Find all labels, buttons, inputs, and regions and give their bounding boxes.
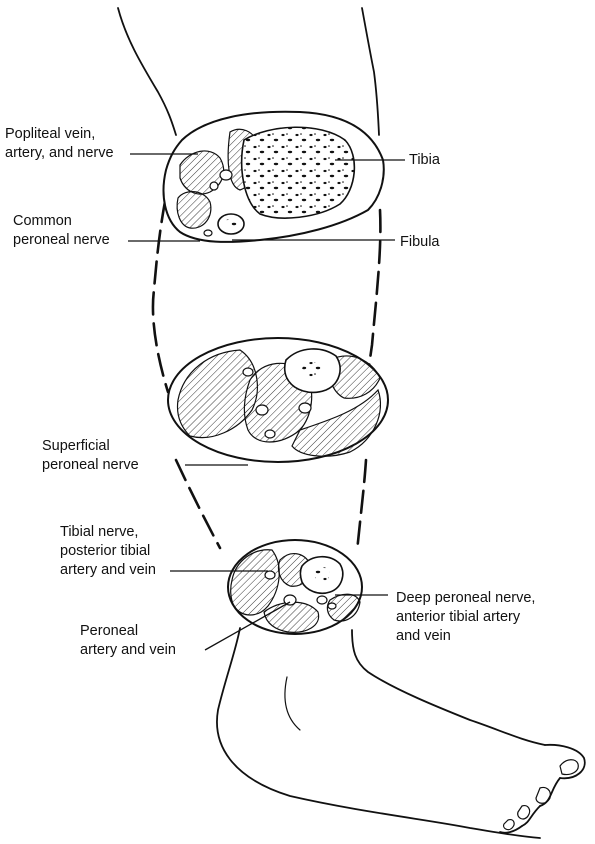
label-fibula: Fibula [400,234,440,250]
leader-lines [128,153,405,651]
cross-section-middle [167,337,389,463]
label-deep-peroneal: Deep peroneal nerve, anterior tibial art… [396,590,536,644]
label-superficial-peroneal: Superficial peroneal nerve [42,438,139,473]
leg-outline [117,7,546,839]
label-tibial-nerve: Tibial nerve, posterior tibial artery an… [60,524,156,578]
label-common-peroneal: Common peroneal nerve [13,213,110,248]
label-peroneal-artery: Peroneal artery and vein [80,623,176,658]
leader-peroneal-artery [204,601,291,651]
label-popliteal: Popliteal vein, artery, and nerve [5,126,114,161]
label-tibia: Tibia [409,152,440,168]
toes [499,743,586,834]
cross-section-lower [227,539,363,635]
cross-section-upper [162,110,385,243]
